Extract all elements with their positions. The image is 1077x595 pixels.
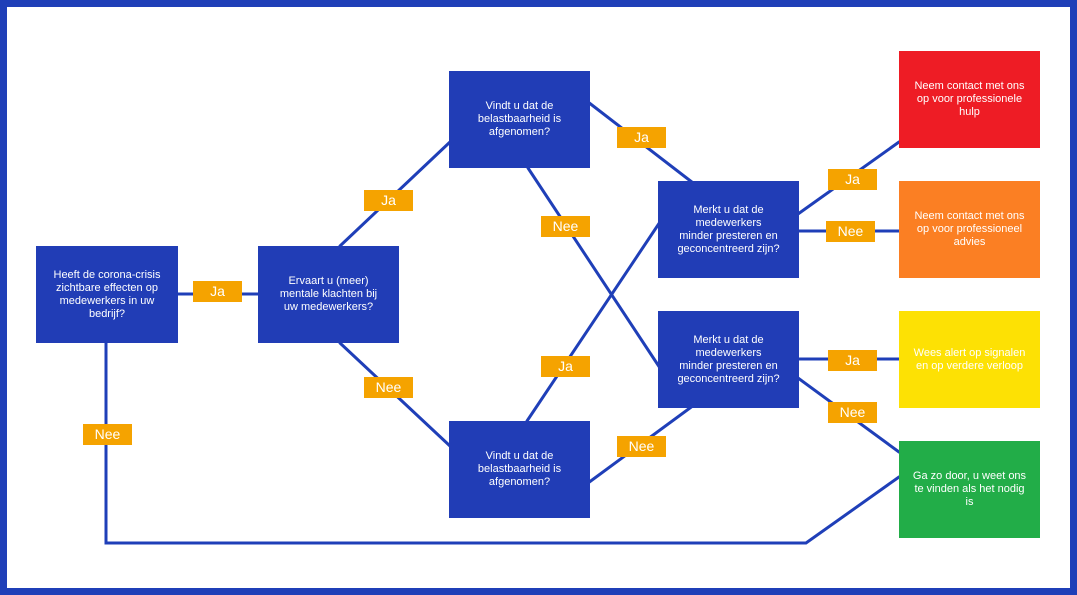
label-ja-q4top-red: Ja [828, 169, 877, 190]
question-mental-complaints-text: Ervaart u (meer) mentale klachten bij uw… [279, 275, 378, 313]
connector-q3bottom-q4top [525, 220, 662, 423]
connector-q3top-q4top [586, 100, 712, 198]
label-ja-q4bottom-yellow: Ja [828, 350, 877, 371]
outcome-professional-help: Neem contact met ons op voor professione… [899, 51, 1040, 148]
question-capacity-top-text: Vindt u dat de belastbaarheid is afgenom… [477, 100, 562, 138]
question-capacity-top: Vindt u dat de belastbaarheid is afgenom… [449, 71, 590, 168]
outcome-professional-advice-text: Neem contact met ons op voor professione… [914, 210, 1025, 248]
question-performance-top: Merkt u dat de medewerkers minder preste… [658, 181, 799, 278]
label-nee-q4top-orange: Nee [826, 221, 875, 242]
label-nee-q4bottom-green: Nee [828, 402, 877, 423]
label-nee-q3top-q4bottom: Nee [541, 216, 590, 237]
question-corona-effects-text: Heeft de corona-crisis zichtbare effecte… [53, 268, 161, 320]
label-ja-q3top-q4top: Ja [617, 127, 666, 148]
label-nee-q3bottom-q4bottom: Nee [617, 436, 666, 457]
question-performance-bottom: Merkt u dat de medewerkers minder preste… [658, 311, 799, 408]
label-ja-q3bottom-q4top: Ja [541, 356, 590, 377]
label-ja-q2-q3-top: Ja [364, 190, 413, 211]
label-nee-q2-q3-bottom: Nee [364, 377, 413, 398]
outcome-keep-going: Ga zo door, u weet ons te vinden als het… [899, 441, 1040, 538]
outcome-professional-advice: Neem contact met ons op voor professione… [899, 181, 1040, 278]
question-corona-effects: Heeft de corona-crisis zichtbare effecte… [36, 246, 178, 343]
question-capacity-bottom-text: Vindt u dat de belastbaarheid is afgenom… [477, 450, 562, 488]
outcome-professional-help-text: Neem contact met ons op voor professione… [914, 80, 1025, 118]
question-capacity-bottom: Vindt u dat de belastbaarheid is afgenom… [449, 421, 590, 518]
outcome-stay-alert-text: Wees alert op signalen en op verdere ver… [913, 346, 1026, 372]
question-performance-top-text: Merkt u dat de medewerkers minder preste… [677, 203, 780, 255]
label-ja-q1-q2: Ja [193, 281, 242, 302]
outcome-keep-going-text: Ga zo door, u weet ons te vinden als het… [912, 470, 1027, 508]
question-mental-complaints: Ervaart u (meer) mentale klachten bij uw… [258, 246, 399, 343]
outcome-stay-alert: Wees alert op signalen en op verdere ver… [899, 311, 1040, 408]
label-nee-q1-green: Nee [83, 424, 132, 445]
question-performance-bottom-text: Merkt u dat de medewerkers minder preste… [677, 333, 780, 385]
connector-q3top-q4bottom [526, 166, 662, 370]
